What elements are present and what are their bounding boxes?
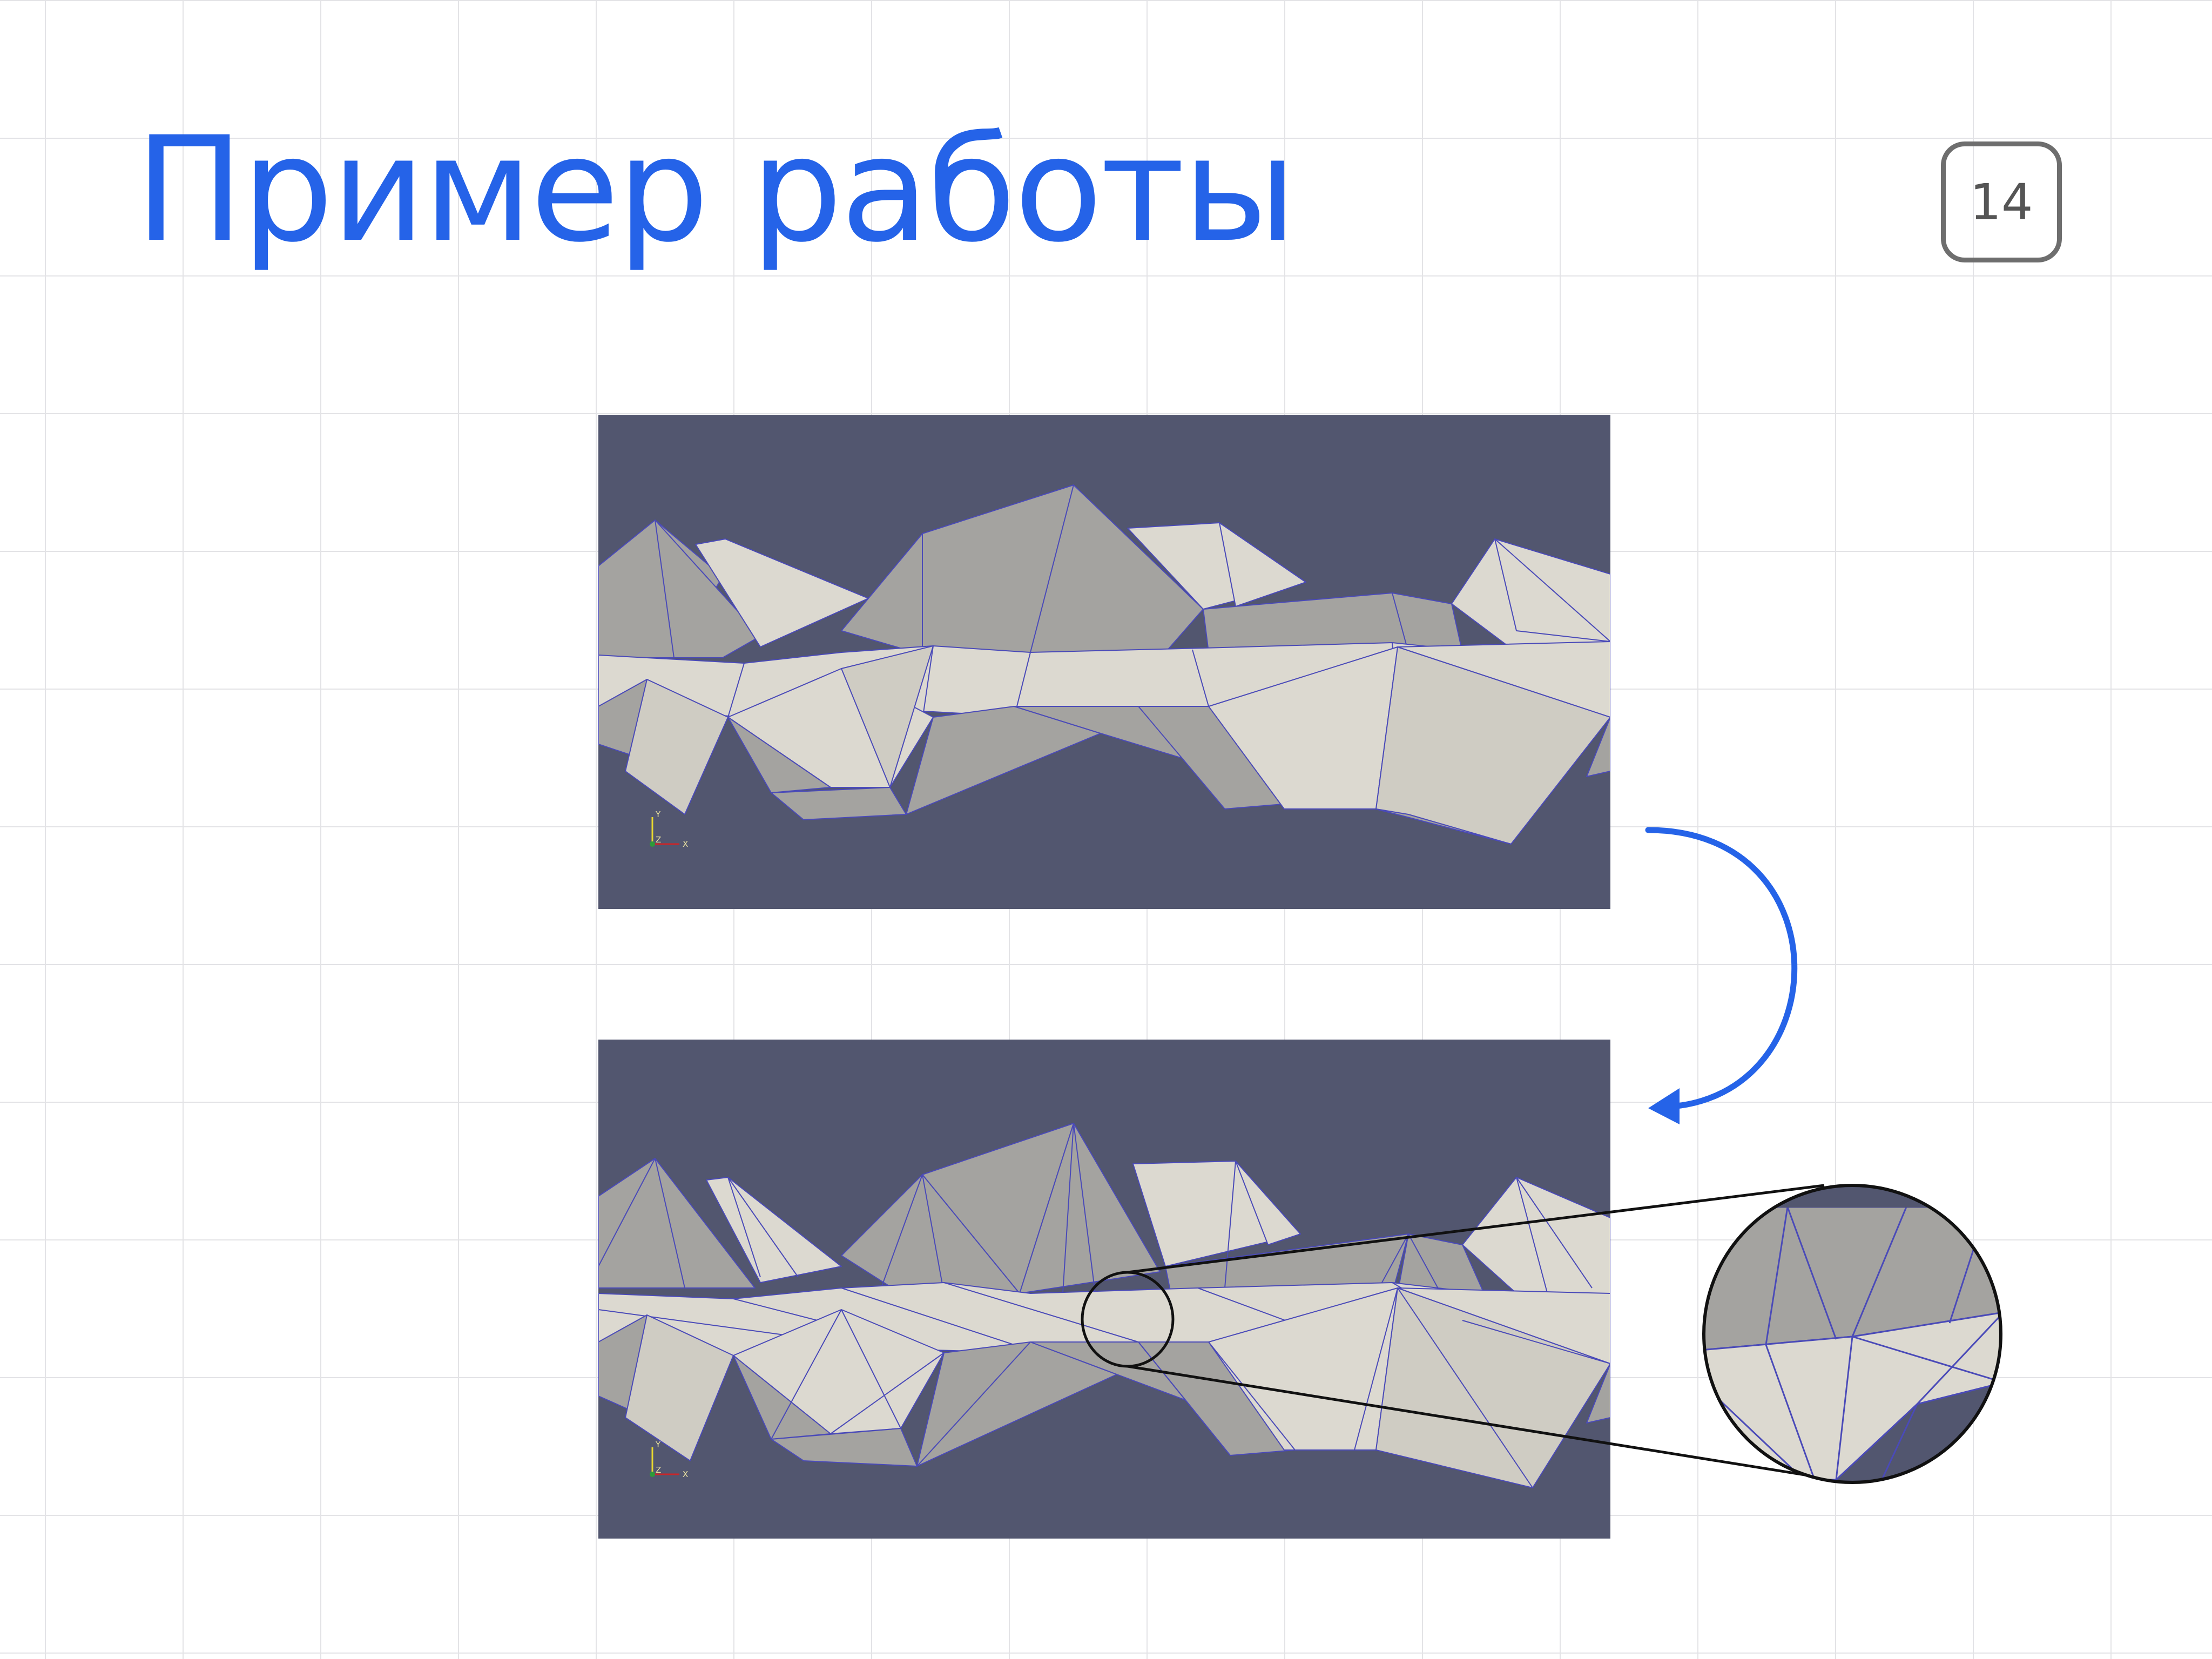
magnifier-circle-icon	[1704, 1185, 2001, 1482]
axis-x-label: X	[683, 1469, 688, 1479]
slide-title: Пример работы	[135, 106, 1297, 274]
axis-z-label: Z	[656, 1465, 661, 1475]
magnifier-circle-border	[1702, 1184, 2002, 1484]
page-number-badge: 14	[1941, 141, 2062, 262]
axes-triad-icon: Y Z X	[650, 1440, 688, 1479]
axis-y-label: Y	[655, 1440, 661, 1449]
axis-y-label: Y	[655, 810, 661, 819]
mesh-after-image: Y Z X	[598, 1040, 1610, 1539]
axes-triad-icon: Y Z X	[650, 810, 688, 849]
mesh-render-after: Y Z X	[598, 1040, 1610, 1539]
axis-x-label: X	[683, 839, 688, 849]
mesh-before-image: Y Z X	[598, 415, 1610, 909]
mesh-render-before: Y Z X	[598, 415, 1610, 909]
curved-arrow-icon	[1645, 827, 1798, 1124]
axis-z-label: Z	[656, 835, 661, 845]
